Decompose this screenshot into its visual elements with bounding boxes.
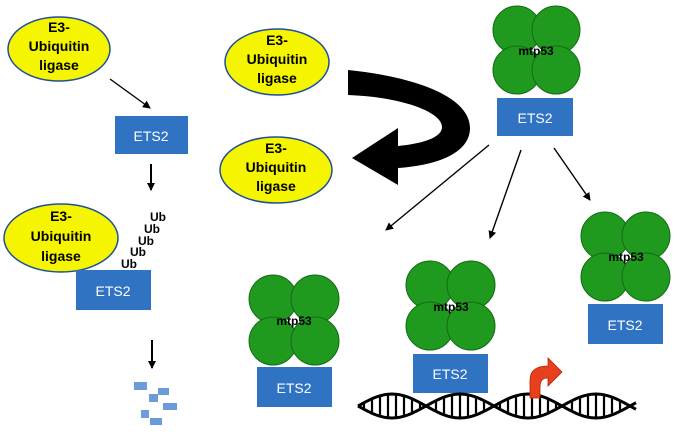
left-pathway: E3- Ubiquitin ligase ETS2 E3- Ubiquitin … bbox=[3, 16, 188, 425]
e3-label-line3: ligase bbox=[256, 178, 296, 194]
e3-deflection: E3- Ubiquitin ligase E3- Ubiquitin ligas… bbox=[219, 28, 470, 204]
e3-label-line2: Ubiquitin bbox=[246, 159, 307, 175]
ub-label: Ub bbox=[144, 222, 160, 236]
e3-label-line2: Ubiquitin bbox=[31, 228, 92, 244]
ets2-label: ETS2 bbox=[432, 366, 467, 382]
e3-label-line1: E3- bbox=[265, 140, 287, 156]
ubiquitin-chain: Ub Ub Ub Ub Ub bbox=[121, 210, 166, 271]
mtp53-label: mtp53 bbox=[518, 44, 554, 58]
e3-ligase-middle-top: E3- Ubiquitin ligase bbox=[224, 28, 330, 96]
e3-label-line1: E3- bbox=[48, 19, 70, 35]
arrow-branch-left bbox=[385, 144, 490, 231]
ets2-label: ETS2 bbox=[276, 380, 311, 396]
e3-ligase-top-left: E3- Ubiquitin ligase bbox=[7, 16, 111, 82]
mtp53-label: mtp53 bbox=[608, 250, 644, 264]
e3-label-line1: E3- bbox=[266, 32, 288, 48]
ets2-label: ETS2 bbox=[517, 110, 552, 126]
dna-strand bbox=[357, 392, 637, 420]
dna-strand bbox=[357, 392, 637, 420]
e3-ligase-middle-bottom: E3- Ubiquitin ligase bbox=[219, 136, 333, 204]
ub-label: Ub bbox=[130, 245, 146, 259]
e3-label-line2: Ubiquitin bbox=[247, 51, 308, 67]
arrow-branch-right bbox=[553, 147, 591, 201]
ets2-label: ETS2 bbox=[133, 128, 168, 144]
e3-label-line3: ligase bbox=[257, 70, 297, 86]
ub-label: Ub bbox=[150, 210, 166, 224]
arrow-e3-to-ets2 bbox=[109, 78, 151, 109]
arrow-branch-middle bbox=[488, 149, 522, 239]
curved-deflection-arrow bbox=[348, 70, 470, 185]
mtp53-label: mtp53 bbox=[433, 300, 469, 314]
e3-label-line3: ligase bbox=[39, 57, 79, 73]
ets2-box-left-bottom: ETS2 bbox=[76, 270, 151, 310]
mtp53-ets2-complex-right: mtp53 ETS2 bbox=[580, 211, 671, 344]
mtp53-ets2-complex-top: mtp53 ETS2 bbox=[492, 5, 581, 136]
e3-label-line3: ligase bbox=[41, 248, 81, 264]
e3-ligase-bound: E3- Ubiquitin ligase bbox=[3, 203, 119, 273]
transcription-start-arrow bbox=[529, 357, 563, 399]
ets2-label: ETS2 bbox=[607, 317, 642, 333]
e3-label-line1: E3- bbox=[50, 208, 72, 224]
mtp53-ets2-complex-bottom-left: mtp53 ETS2 bbox=[248, 274, 340, 407]
ets2-label: ETS2 bbox=[95, 283, 130, 299]
dna-helix bbox=[357, 392, 637, 420]
mtp53-label: mtp53 bbox=[276, 314, 312, 328]
degraded-fragments bbox=[134, 382, 177, 425]
mtp53-ets2-complex-on-dna: mtp53 ETS2 bbox=[405, 260, 496, 393]
ets2-box-left-top: ETS2 bbox=[115, 116, 188, 154]
e3-label-line2: Ubiquitin bbox=[29, 38, 90, 54]
ub-label: Ub bbox=[138, 234, 154, 248]
ub-label: Ub bbox=[121, 257, 137, 271]
